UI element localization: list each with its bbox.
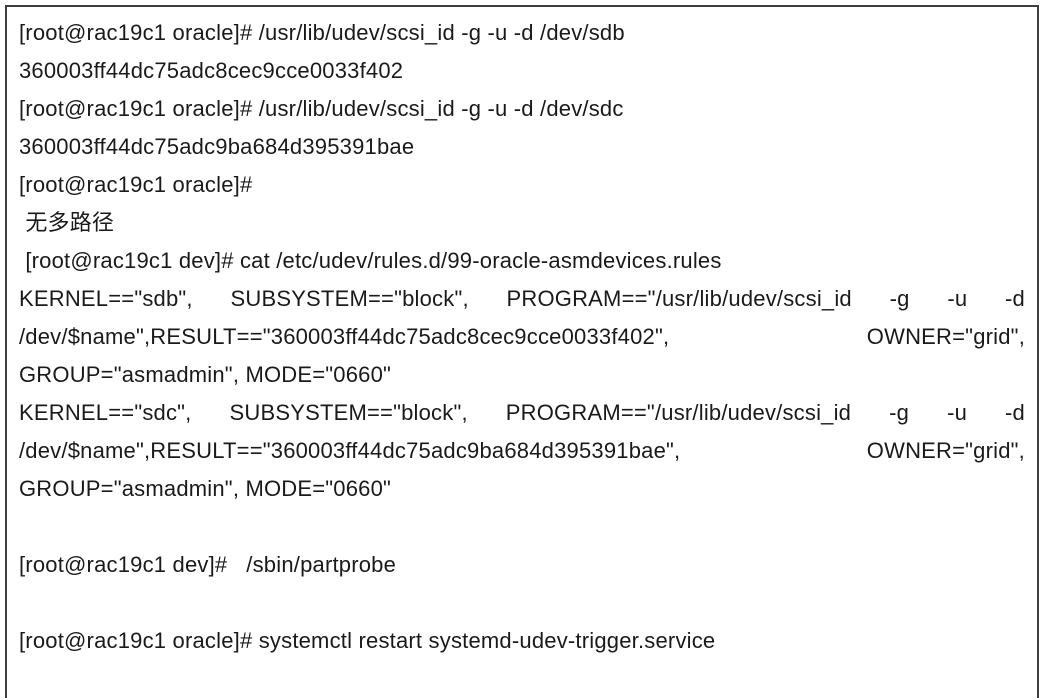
terminal-output-block: [root@rac19c1 oracle]# /usr/lib/udev/scs…	[5, 5, 1039, 698]
terminal-line: 360003ff44dc75adc9ba684d395391bae	[19, 134, 415, 159]
terminal-line: GROUP="asmadmin", MODE="0660"	[19, 476, 392, 501]
terminal-line: KERNEL=="sdb", SUBSYSTEM=="block", PROGR…	[19, 286, 1025, 311]
terminal-line	[19, 584, 1025, 622]
terminal-line: [root@rac19c1 dev]# /sbin/partprobe	[19, 552, 397, 577]
terminal-line: 无多路径	[19, 210, 115, 235]
terminal-line: [root@rac19c1 oracle]# /usr/lib/udev/scs…	[19, 96, 624, 121]
terminal-line: [root@rac19c1 dev]# cat /etc/udev/rules.…	[19, 248, 722, 273]
terminal-line: 360003ff44dc75adc8cec9cce0033f402	[19, 58, 404, 83]
terminal-line: [root@rac19c1 oracle]# /usr/lib/udev/scs…	[19, 20, 625, 45]
terminal-line: /dev/$name",RESULT=="360003ff44dc75adc8c…	[19, 324, 1025, 349]
terminal-line: [root@rac19c1 oracle]#	[19, 172, 253, 197]
terminal-line: KERNEL=="sdc", SUBSYSTEM=="block", PROGR…	[19, 400, 1025, 425]
terminal-line: GROUP="asmadmin", MODE="0660"	[19, 362, 392, 387]
terminal-line	[19, 508, 1025, 546]
terminal-line: /dev/$name",RESULT=="360003ff44dc75adc9b…	[19, 438, 1025, 463]
terminal-line: [root@rac19c1 oracle]# systemctl restart…	[19, 628, 716, 653]
